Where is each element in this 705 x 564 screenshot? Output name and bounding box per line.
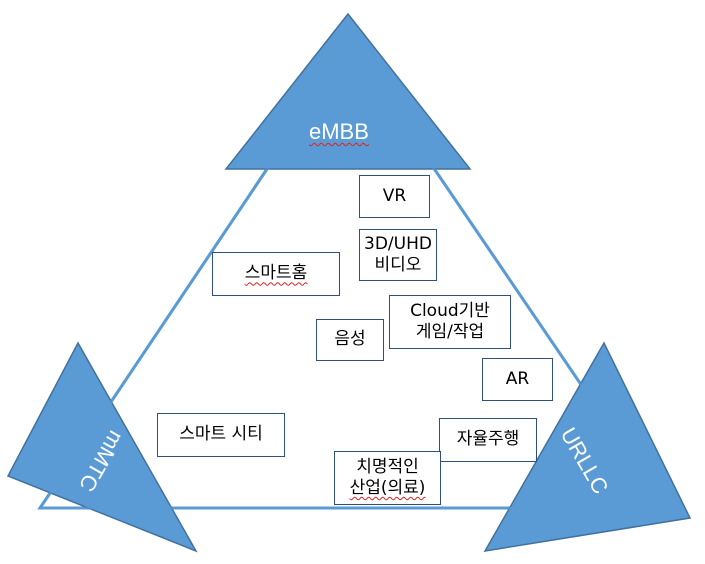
- box-uhd-video-line2: 비디오: [374, 255, 422, 275]
- urllc-triangle: [483, 341, 692, 552]
- box-voice-text: 음성: [334, 329, 366, 350]
- box-smart-home-text: 스마트홈: [244, 263, 308, 284]
- box-smart-city-text: 스마트 시티: [179, 424, 263, 445]
- box-ar-text: AR: [505, 368, 530, 389]
- mmtc-triangle: [6, 341, 198, 553]
- box-smart-home: 스마트홈: [212, 252, 340, 296]
- box-cloud-game-line2: 게임/작업: [415, 322, 485, 342]
- embb-text: eMBB: [309, 119, 369, 144]
- box-critical-industry: 치명적인 산업(의료): [334, 451, 441, 505]
- box-vr-text: VR: [382, 185, 407, 206]
- embb-label: eMBB: [309, 121, 369, 143]
- box-critical-industry-line2: 산업(의료): [349, 478, 426, 498]
- box-autonomous-driving: 자율주행: [439, 418, 537, 462]
- box-smart-city: 스마트 시티: [157, 413, 285, 457]
- box-voice: 음성: [316, 319, 384, 361]
- box-cloud-game: Cloud기반 게임/작업: [389, 295, 511, 349]
- box-uhd-video: 3D/UHD 비디오: [359, 229, 437, 281]
- box-uhd-video-line1: 3D/UHD: [364, 233, 432, 254]
- embb-triangle: [224, 12, 472, 170]
- main-triangle-overlay: [38, 42, 668, 510]
- box-vr: VR: [359, 175, 430, 218]
- box-ar: AR: [482, 358, 553, 401]
- box-autonomous-driving-text: 자율주행: [456, 429, 520, 450]
- box-cloud-game-line1: Cloud기반: [410, 300, 490, 321]
- box-critical-industry-line1: 치명적인: [356, 456, 419, 477]
